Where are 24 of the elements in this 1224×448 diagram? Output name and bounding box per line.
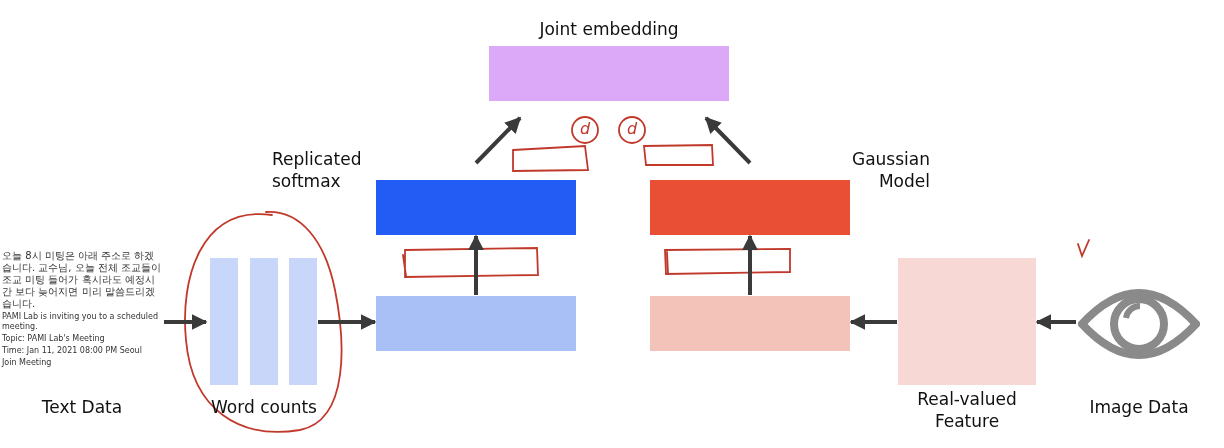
arrow	[474, 116, 522, 165]
message-line: Join Meeting	[2, 358, 53, 368]
arrow	[468, 234, 484, 295]
arrow	[164, 314, 208, 330]
hidden-layer-box	[376, 296, 576, 351]
node-label: Replicated softmax	[272, 148, 363, 192]
arrow	[704, 116, 752, 165]
node-label: Joint embedding	[537, 18, 680, 40]
node-label: Word counts	[210, 396, 318, 418]
arrow	[742, 234, 758, 295]
message-paragraph: 오늘 8시 미팅은 아래 주소로 하겠습니다. 교수님, 오늘 전체 조교들이 조교 미팅 들어가 혹시라도 예정시간 보다 늦어지면 미리 말씀드리겠습니다.	[2, 250, 162, 310]
message-line: Topic: PAMI Lab's Meeting	[2, 334, 106, 344]
handwritten-letter: d	[627, 121, 638, 137]
arrow	[318, 314, 377, 330]
node-label: Text Data	[40, 396, 124, 418]
arrow	[849, 314, 897, 330]
message-line: Time: Jan 11, 2021 08:00 PM Seoul	[2, 346, 143, 356]
node-label: Gaussian Model	[851, 148, 930, 192]
handwritten-letter: d	[580, 121, 591, 137]
node-label: Real-valued Feature	[916, 388, 1018, 432]
message-line: PAMI Lab is inviting you to a scheduled meeting.	[2, 312, 159, 332]
hidden-layer-box	[650, 296, 850, 351]
arrow	[1035, 314, 1076, 330]
node-label: Image Data	[1088, 396, 1190, 418]
